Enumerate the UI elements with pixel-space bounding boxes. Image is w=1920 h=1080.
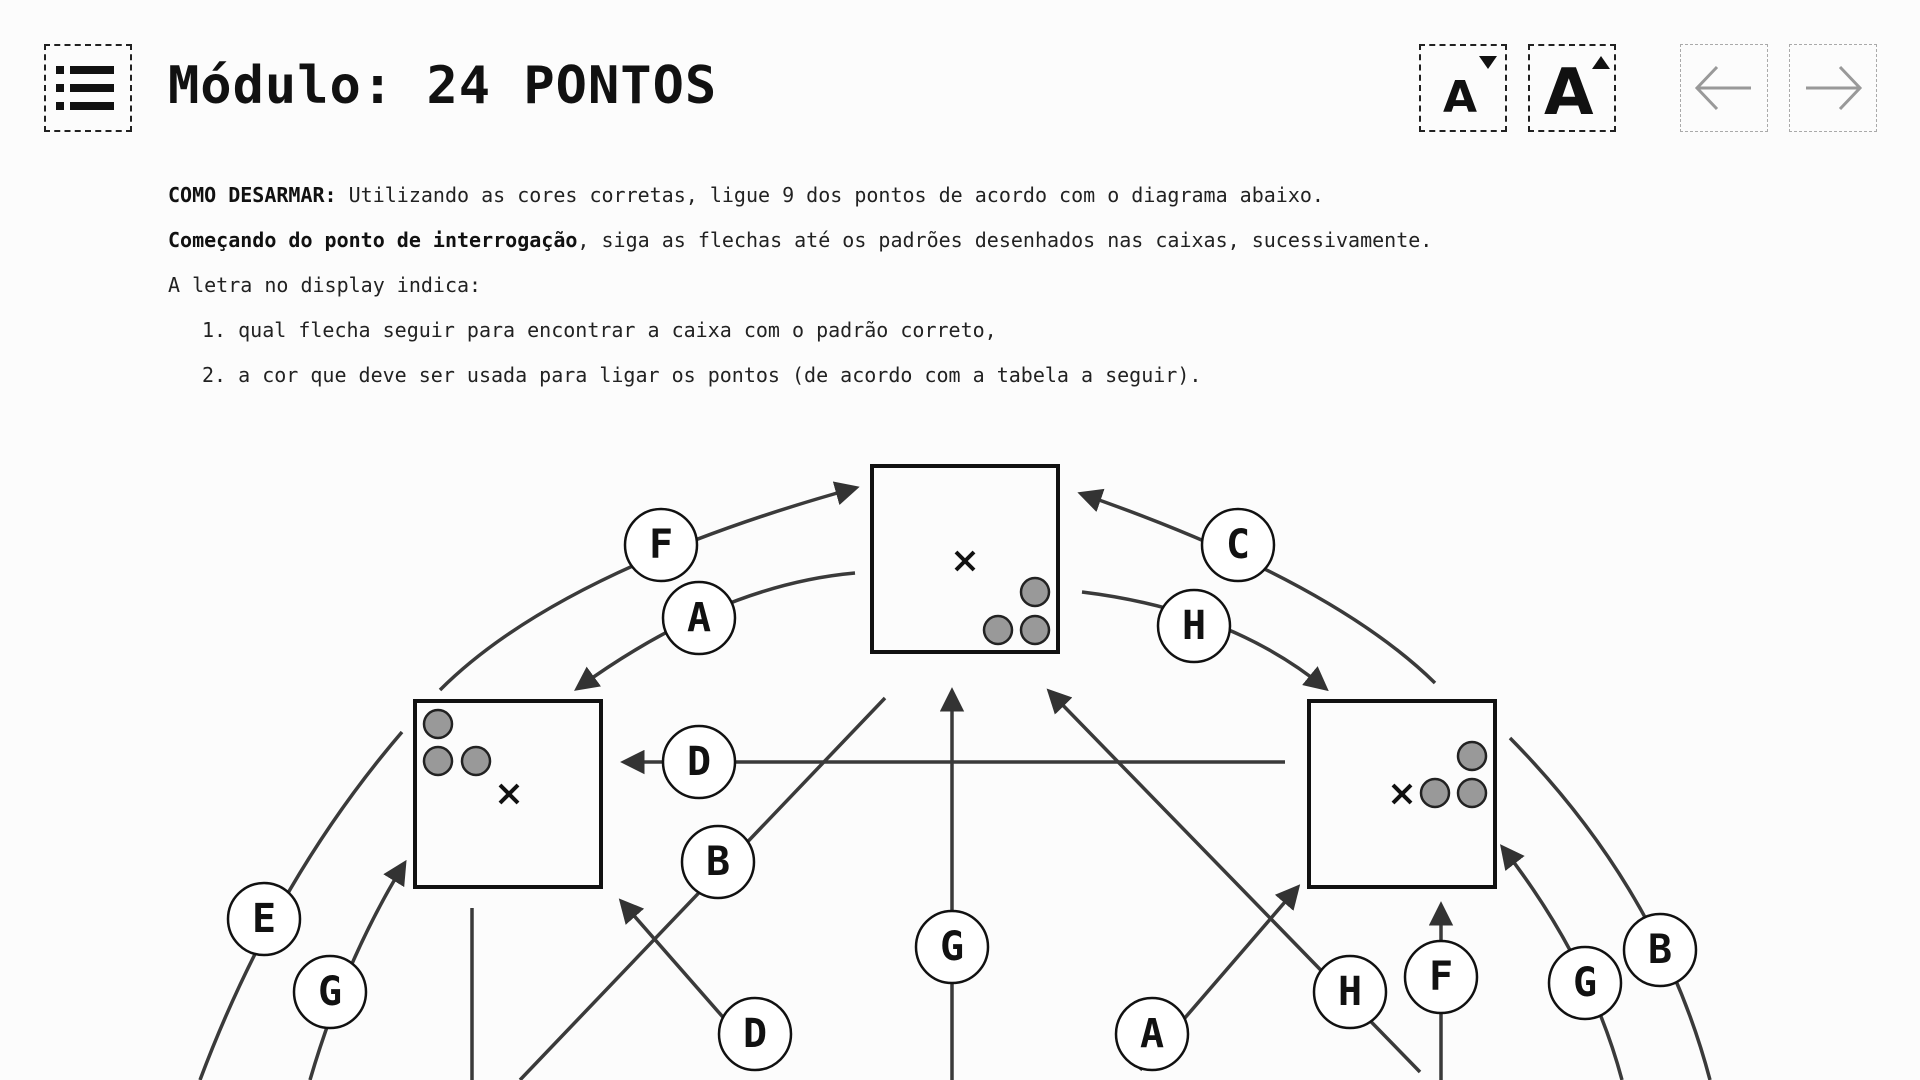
dot — [982, 614, 1014, 646]
label-circle — [914, 909, 990, 985]
label-e-left: E — [252, 896, 276, 942]
label-b-middle: B — [706, 839, 730, 885]
label-circle — [1114, 996, 1190, 1072]
label-a-lower: A — [1140, 1011, 1164, 1057]
label-circle — [292, 954, 368, 1030]
instruction-item-1: 1. qual flecha seguir para encontrar a c… — [202, 318, 997, 342]
label-g-center: G — [940, 924, 964, 970]
arrow-left-icon — [1694, 65, 1751, 111]
arc-b-right — [1508, 736, 1712, 1080]
font-increase-button[interactable]: A — [1528, 44, 1616, 132]
label-circle — [661, 724, 737, 800]
arrow-right-icon — [1806, 65, 1863, 111]
font-decrease-label: A — [1443, 72, 1478, 123]
crossed-arrows-icon — [498, 783, 520, 805]
label-circle — [1547, 945, 1623, 1021]
instruction-line-2: Começando do ponto de interrogação, siga… — [168, 228, 1432, 252]
menu-button[interactable] — [44, 44, 132, 132]
page-title: Módulo: 24 PONTOS — [168, 56, 718, 116]
previous-button[interactable] — [1680, 44, 1768, 132]
dot — [1456, 740, 1488, 772]
instruction-line-2-bold: Começando do ponto de interrogação — [168, 228, 578, 252]
instruction-line-3: A letra no display indica: — [168, 273, 482, 297]
instruction-line-1: COMO DESARMAR: Utilizando as cores corre… — [168, 183, 1324, 207]
dot — [422, 708, 454, 740]
dot — [1019, 576, 1051, 608]
label-g-left: G — [318, 969, 342, 1015]
dot — [1419, 777, 1451, 809]
label-h-top: H — [1182, 603, 1206, 649]
label-b-right: B — [1648, 927, 1672, 973]
label-circle — [623, 507, 699, 583]
instruction-line-2-rest: , siga as flechas até os padrões desenha… — [577, 228, 1433, 252]
label-circle — [1200, 507, 1276, 583]
crossed-arrows-icon — [1391, 783, 1413, 805]
label-c-top: C — [1226, 522, 1250, 568]
dot — [460, 745, 492, 777]
label-a-top: A — [687, 595, 711, 641]
label-circle — [1312, 954, 1388, 1030]
label-circle — [1622, 912, 1698, 988]
instruction-line-1-bold: COMO DESARMAR: — [168, 183, 337, 207]
label-f-lower: F — [1429, 954, 1453, 1000]
label-f-top: F — [649, 522, 673, 568]
dot — [1019, 614, 1051, 646]
next-button[interactable] — [1789, 44, 1877, 132]
dot — [422, 745, 454, 777]
label-circle — [226, 881, 302, 957]
dot — [1456, 777, 1488, 809]
label-circle — [680, 824, 756, 900]
font-increase-label: A — [1544, 56, 1594, 130]
label-circle — [717, 996, 793, 1072]
label-h-lower: H — [1338, 969, 1362, 1015]
arrow-f-top — [438, 481, 860, 692]
instruction-line-1-rest: Utilizando as cores corretas, ligue 9 do… — [336, 183, 1324, 207]
triangle-up-icon — [1592, 56, 1610, 69]
crossed-arrows-icon — [954, 550, 976, 572]
label-d-middle: D — [687, 739, 711, 785]
triangle-down-icon — [1479, 56, 1497, 69]
module-diagram: F A C H D B E G G D A H F G B — [198, 464, 1712, 1080]
label-g-right: G — [1573, 960, 1597, 1006]
label-d-lower: D — [743, 1011, 767, 1057]
label-circle — [1156, 588, 1232, 664]
font-decrease-button[interactable]: A — [1419, 44, 1507, 132]
arrow-c-top — [1077, 488, 1437, 685]
instruction-item-2: 2. a cor que deve ser usada para ligar o… — [202, 363, 1202, 387]
label-circle — [1403, 939, 1479, 1015]
label-circle — [661, 580, 737, 656]
